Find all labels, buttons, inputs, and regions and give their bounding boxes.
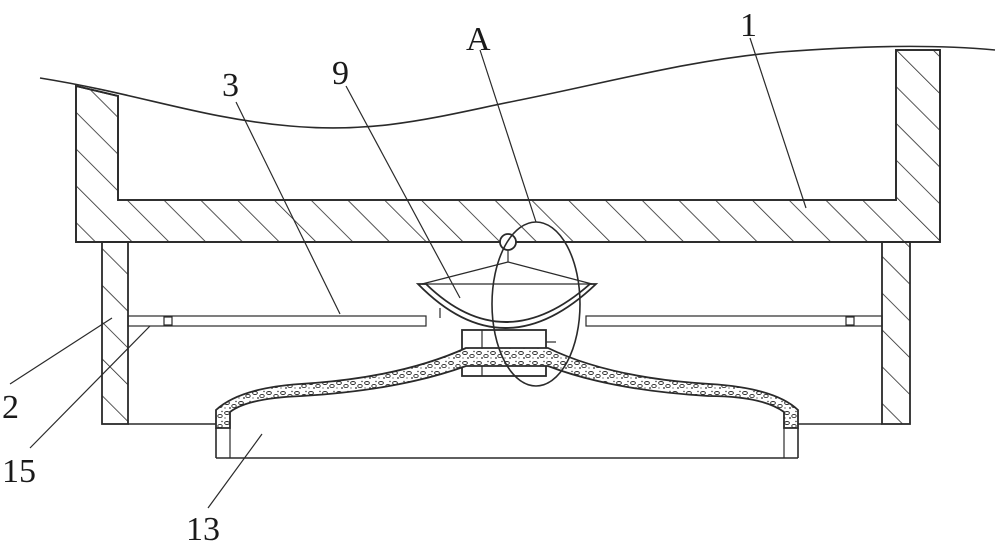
trough-body [75, 49, 941, 243]
label-part-9: 9 [332, 55, 349, 92]
side-frame [101, 241, 911, 425]
break-line [39, 45, 996, 129]
label-part-2: 2 [2, 389, 19, 426]
label-part-13: 13 [186, 511, 220, 548]
dome-cover [215, 347, 799, 459]
filter-plate [127, 315, 883, 327]
label-part-15: 15 [2, 453, 36, 490]
label-part-3: 3 [222, 67, 239, 104]
label-detail-a: A [466, 21, 491, 58]
basket-bowl [415, 233, 599, 329]
leader-lines [9, 37, 807, 509]
label-part-1: 1 [740, 7, 757, 44]
